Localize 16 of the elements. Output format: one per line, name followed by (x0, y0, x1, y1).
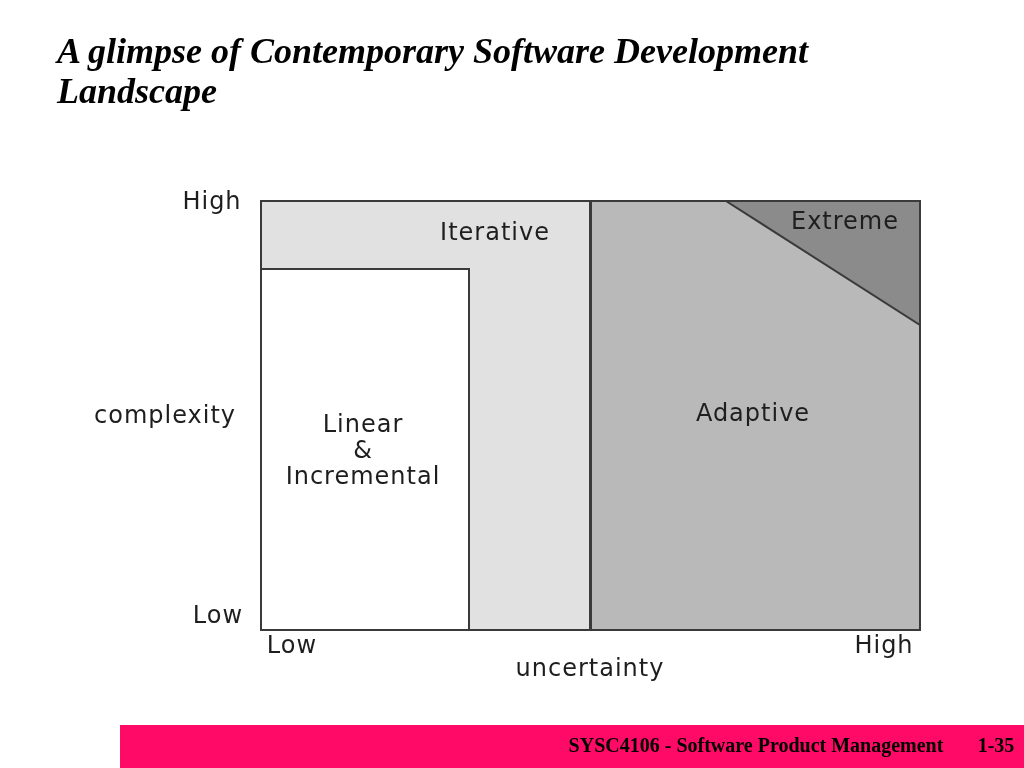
region-area (260, 268, 470, 631)
axis-title: complexity (94, 402, 236, 428)
region-area (590, 200, 921, 631)
region-label: Iterative (440, 219, 550, 245)
axis-tick-label: Low (266, 632, 318, 658)
page-number: 1-35 (977, 733, 1015, 758)
region-label: Adaptive (695, 400, 811, 426)
region-label: Extreme (791, 208, 899, 234)
axis-tick-label: Low (192, 602, 244, 628)
region-label: Linear & Incremental (285, 411, 441, 489)
slide-title: A glimpse of Contemporary Software Development Landscape (57, 31, 810, 111)
footer-text: SYSC4106 - Software Product Management (568, 733, 944, 758)
axis-title: uncertainty (515, 655, 665, 681)
axis-tick-label: High (182, 188, 242, 214)
region-area (260, 200, 591, 631)
axis-tick-label: High (854, 632, 914, 658)
